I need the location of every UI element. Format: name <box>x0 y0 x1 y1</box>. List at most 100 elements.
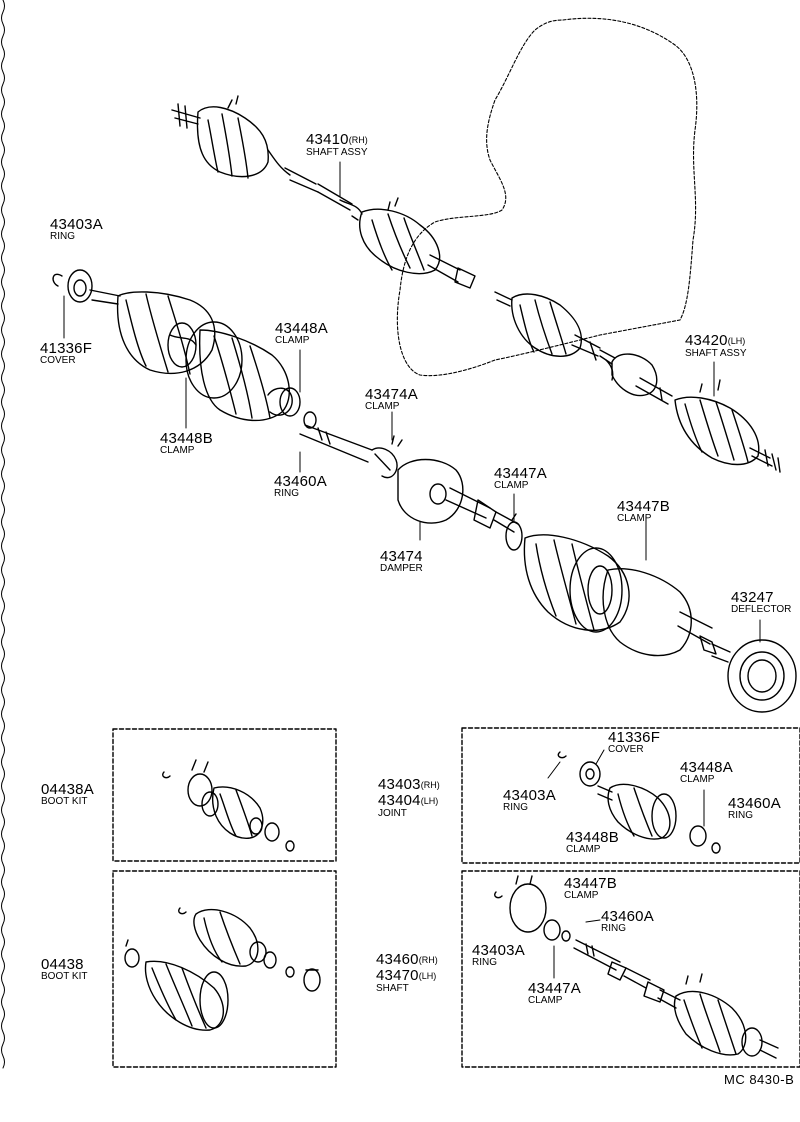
label-clamp-43474a: 43474A CLAMP <box>365 387 418 412</box>
part-number: 04438A <box>41 781 94 798</box>
part-number: 43448B <box>566 829 619 846</box>
damper-shape <box>397 458 464 524</box>
label-clamp-43448b: 43448B CLAMP <box>160 431 213 456</box>
part-name: CLAMP <box>160 445 195 456</box>
label-joint-clamp-43448a: 43448A CLAMP <box>680 760 733 785</box>
part-number: 43448B <box>160 430 213 447</box>
part-name: SHAFT <box>376 983 409 994</box>
ring-43403a-shape <box>52 273 63 287</box>
part-name: BOOT KIT <box>41 971 88 982</box>
part-name: CLAMP <box>528 995 563 1006</box>
label-joint-ring-43403a: 43403A RING <box>503 788 556 813</box>
side-marker-lh: (LH) <box>418 971 437 981</box>
part-number: 04438 <box>41 956 84 973</box>
shaft-box <box>461 870 800 1068</box>
figure-code: MC 8430-B <box>724 1072 795 1087</box>
part-name: RING <box>728 810 753 821</box>
label-shaft-clamp-43447a: 43447A CLAMP <box>528 981 581 1006</box>
part-number: 41336F <box>40 340 93 357</box>
part-number: 43447A <box>528 980 581 997</box>
part-name: RING <box>503 802 528 813</box>
part-name: DEFLECTOR <box>731 604 792 615</box>
boot-kit-parts <box>124 907 321 1031</box>
part-number: 43474 <box>380 548 423 565</box>
part-name: CLAMP <box>564 890 599 901</box>
part-name: RING <box>50 231 75 242</box>
joint-box <box>461 727 800 864</box>
part-number: 43460A <box>274 473 327 490</box>
label-joint-43403-43404: 43403(RH) 43404(LH) JOINT <box>378 777 440 819</box>
label-shaft-43460-43470: 43460(RH) 43470(LH) SHAFT <box>376 952 438 994</box>
label-joint-cover-41336f: 41336F COVER <box>608 730 660 755</box>
part-name: CLAMP <box>494 480 529 491</box>
part-name: RING <box>472 957 497 968</box>
part-name: SHAFT ASSY <box>685 348 747 359</box>
page-edge-border <box>1 0 5 1069</box>
leader-lines <box>63 161 761 643</box>
transaxle-outline <box>396 17 698 377</box>
part-number: 43403A <box>472 942 525 959</box>
part-name: DAMPER <box>380 563 423 574</box>
part-number: 41336F <box>608 729 661 746</box>
shaft-parts <box>493 875 779 1059</box>
boot-kit-a-box <box>112 728 337 862</box>
part-number: 43447B <box>617 498 670 515</box>
part-number: 43448A <box>275 320 328 337</box>
shaft-assy-rh-drawing <box>171 95 476 289</box>
label-shaft-ring-43460a: 43460A RING <box>601 909 654 934</box>
part-number: 43447B <box>564 875 617 892</box>
part-name: COVER <box>40 355 76 366</box>
label-shaft-ring-43403a: 43403A RING <box>472 943 525 968</box>
label-cover-41336f: 41336F COVER <box>40 341 92 366</box>
part-number: 43448A <box>680 759 733 776</box>
label-joint-clamp-43448b: 43448B CLAMP <box>566 830 619 855</box>
label-deflector-43247: 43247 DEFLECTOR <box>731 590 791 615</box>
joint-parts <box>547 749 721 854</box>
label-ring-43403a: 43403A RING <box>50 217 103 242</box>
label-shaft-assy-lh: 43420(LH) SHAFT ASSY <box>685 333 747 359</box>
side-marker: (RH) <box>348 135 368 145</box>
side-marker-rh: (RH) <box>420 780 440 790</box>
main-shaft-drawing <box>52 269 797 713</box>
label-shaft-assy-rh: 43410(RH) SHAFT ASSY <box>306 132 368 158</box>
side-marker-lh: (LH) <box>420 796 439 806</box>
side-marker-rh: (RH) <box>418 955 438 965</box>
part-name: JOINT <box>378 808 407 819</box>
part-number-lh: 43404 <box>378 792 421 809</box>
part-number: 43410 <box>306 131 349 148</box>
part-name: CLAMP <box>566 844 601 855</box>
part-number: 43403A <box>503 787 556 804</box>
part-number-rh: 43403 <box>378 776 421 793</box>
boot-kit-a-parts <box>161 759 295 852</box>
part-number: 43247 <box>731 589 774 606</box>
part-number-rh: 43460 <box>376 951 419 968</box>
part-name: RING <box>601 923 626 934</box>
part-name: CLAMP <box>617 513 652 524</box>
label-damper-43474: 43474 DAMPER <box>380 549 423 574</box>
part-number: 43420 <box>685 332 728 349</box>
label-clamp-43448a: 43448A CLAMP <box>275 321 328 346</box>
part-number: 43474A <box>365 386 418 403</box>
part-name: CLAMP <box>680 774 715 785</box>
part-number: 43460A <box>601 908 654 925</box>
part-number: 43460A <box>728 795 781 812</box>
part-number-lh: 43470 <box>376 967 419 984</box>
part-name: COVER <box>608 744 644 755</box>
part-number: 43447A <box>494 465 547 482</box>
shaft-assy-lh-drawing <box>494 291 781 473</box>
label-boot-kit-04438a: 04438A BOOT KIT <box>41 782 94 807</box>
part-name: CLAMP <box>275 335 310 346</box>
side-marker: (LH) <box>727 336 746 346</box>
part-name: BOOT KIT <box>41 796 88 807</box>
label-shaft-clamp-43447b: 43447B CLAMP <box>564 876 617 901</box>
label-clamp-43447b: 43447B CLAMP <box>617 499 670 524</box>
label-clamp-43447a: 43447A CLAMP <box>494 466 547 491</box>
label-boot-kit-04438: 04438 BOOT KIT <box>41 957 88 982</box>
label-ring-43460a: 43460A RING <box>274 474 327 499</box>
part-name: SHAFT ASSY <box>306 147 368 158</box>
part-number: 43403A <box>50 216 103 233</box>
part-name: RING <box>274 488 299 499</box>
part-name: CLAMP <box>365 401 400 412</box>
label-joint-ring-43460a: 43460A RING <box>728 796 781 821</box>
